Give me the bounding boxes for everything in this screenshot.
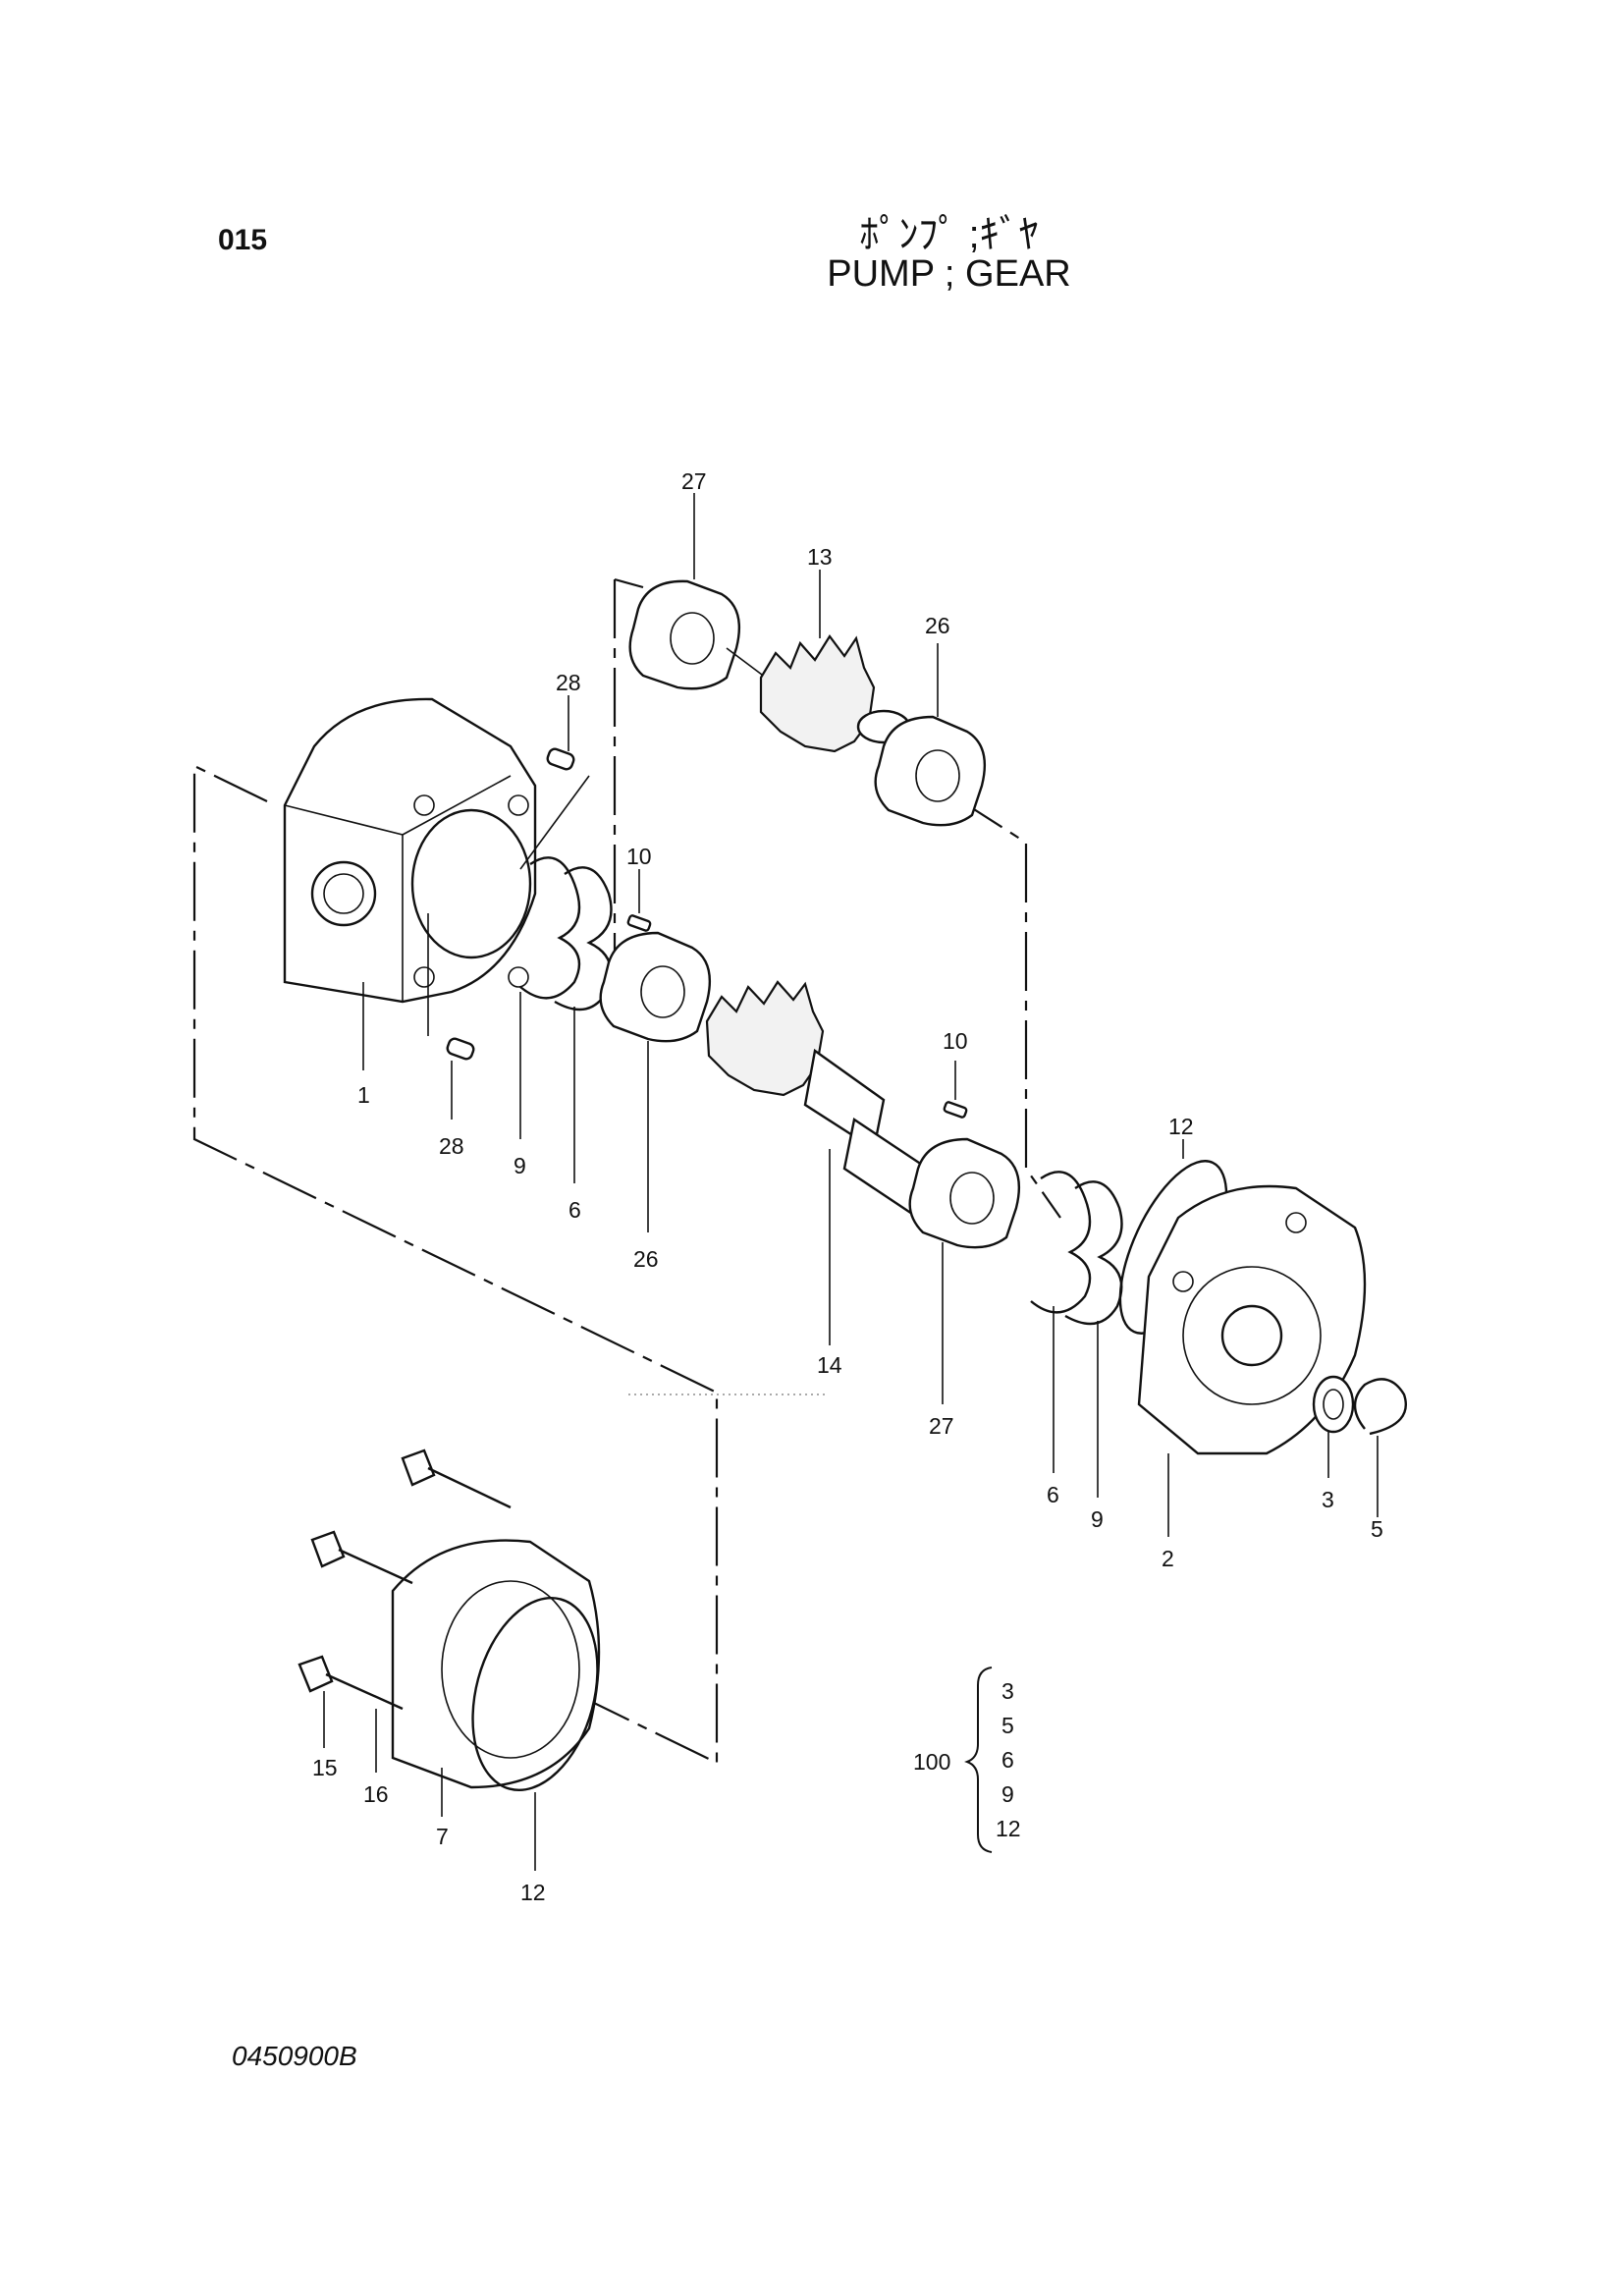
drive-gear-part-14 — [705, 980, 930, 1220]
callout-2: 2 — [1162, 1546, 1174, 1571]
assembly-guide-line — [951, 794, 1061, 1219]
title-english: PUMP ; GEAR — [827, 253, 1071, 295]
callout-14: 14 — [817, 1352, 842, 1378]
kit-item: 6 — [1001, 1747, 1014, 1773]
callout-3: 3 — [1322, 1487, 1334, 1512]
callout-13: 13 — [807, 544, 833, 570]
page-number: 015 — [218, 224, 268, 256]
callout-15: 15 — [312, 1755, 338, 1780]
callout-26-lower: 26 — [633, 1246, 659, 1272]
callout-12-lower: 12 — [520, 1880, 546, 1905]
bushing-part-27-lower — [908, 1137, 1020, 1249]
assembly-guide-line — [614, 577, 644, 589]
title-japanese: ﾎﾟﾝﾌﾟ ;ｷﾞﾔ — [859, 213, 1039, 256]
kit-brace — [964, 1667, 993, 1853]
kit-item: 5 — [1001, 1713, 1014, 1738]
callout-6-right: 6 — [1047, 1482, 1059, 1507]
cover-part-2 — [1137, 1184, 1367, 1455]
snap-ring-part-5 — [1353, 1378, 1407, 1436]
callout-28-lower: 28 — [439, 1133, 464, 1159]
callout-5: 5 — [1371, 1516, 1383, 1542]
bushing-part-26-lower — [599, 931, 711, 1043]
callout-27-lower: 27 — [929, 1413, 954, 1439]
seal-part-9-6-left — [519, 856, 613, 1011]
callout-16: 16 — [363, 1781, 389, 1807]
callout-26-upper: 26 — [925, 613, 950, 638]
bushing-part-26-upper — [874, 715, 986, 827]
kit-item: 12 — [996, 1816, 1021, 1841]
kit-100-group: 100 3 5 6 9 12 — [913, 1667, 1021, 1853]
callout-9-right: 9 — [1091, 1506, 1104, 1532]
pin-part-10 — [626, 914, 652, 932]
leader — [726, 647, 767, 679]
drawing-code: 0450900B — [232, 2041, 357, 2071]
callout-10-upper: 10 — [626, 844, 652, 869]
callout-1: 1 — [357, 1082, 370, 1108]
pin-part-10 — [943, 1101, 968, 1119]
bushing-part-27-upper — [628, 579, 740, 690]
callout-10-lower: 10 — [943, 1028, 968, 1054]
pump-body-part-1 — [283, 697, 537, 1004]
callout-6-left: 6 — [568, 1197, 581, 1223]
kit-item: 3 — [1001, 1678, 1014, 1704]
assembly-guide-line — [192, 764, 719, 1765]
flange-part-7 — [391, 1539, 601, 1789]
callout-12-right: 12 — [1168, 1114, 1194, 1139]
dowel-pin-part-28 — [427, 747, 590, 1061]
callout-27-upper: 27 — [681, 468, 707, 494]
o-ring-part-12-lower — [471, 1596, 599, 1792]
oil-seal-part-3 — [1312, 1375, 1355, 1434]
kit-item: 9 — [1001, 1781, 1014, 1807]
bolt-part-15 — [298, 1449, 512, 1711]
seal-part-6-9-right — [1030, 1171, 1123, 1326]
callout-7: 7 — [436, 1824, 449, 1849]
kit-number: 100 — [913, 1749, 950, 1775]
callout-9-left: 9 — [514, 1153, 526, 1178]
callout-28-upper: 28 — [556, 670, 581, 695]
